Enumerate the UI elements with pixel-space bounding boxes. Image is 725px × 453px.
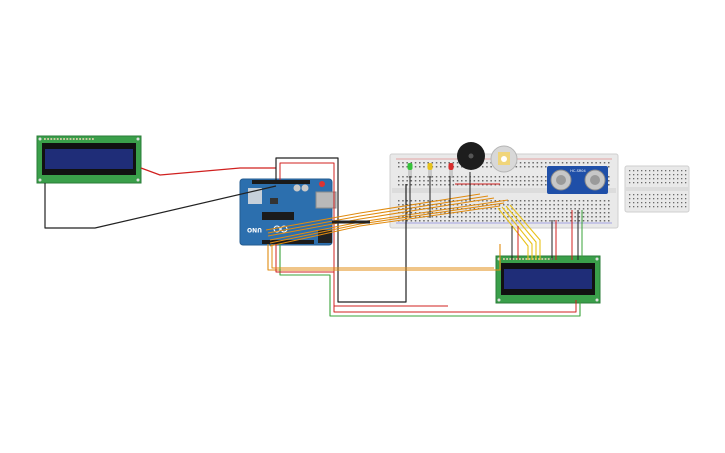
ultrasonic-sensor[interactable]: HC-SR04 <box>547 166 608 194</box>
lcd-left[interactable] <box>36 135 142 184</box>
wire-orange-5[interactable] <box>267 195 489 234</box>
wire-black-lcd-left[interactable] <box>44 183 277 229</box>
wire-orange-return[interactable] <box>271 244 494 269</box>
dc-motor[interactable] <box>490 145 518 173</box>
wire-red-return[interactable] <box>275 244 577 313</box>
lcd-right[interactable] <box>495 255 601 304</box>
lcd-left-header-pins <box>44 138 94 140</box>
wire-group <box>44 157 583 317</box>
lcd-left-screen <box>45 149 133 169</box>
breadboard-small[interactable] <box>624 165 690 213</box>
wire-red-lcd-left[interactable] <box>140 167 276 176</box>
wire-orange-3[interactable] <box>269 205 501 247</box>
lcd-right-screen <box>504 269 592 289</box>
wire-black-loop[interactable] <box>275 157 407 303</box>
yellow-led[interactable] <box>427 163 433 178</box>
wire-orange-2[interactable] <box>269 202 505 244</box>
piezo-buzzer[interactable] <box>457 142 485 170</box>
wire-red-loop[interactable] <box>279 162 448 307</box>
breadboard-small-holes <box>629 170 687 208</box>
wire-orange-lcd-right[interactable] <box>267 244 501 271</box>
sensor-label: HC-SR04 <box>570 169 586 173</box>
arduino-reset-button[interactable] <box>319 181 325 187</box>
arduino-brand-text: UNO <box>247 226 262 233</box>
wire-orange-4[interactable] <box>267 197 495 237</box>
wire-yellow-2[interactable] <box>505 205 537 260</box>
green-led[interactable] <box>407 163 413 178</box>
wire-orange-6[interactable] <box>265 193 481 231</box>
wire-green-return[interactable] <box>279 244 581 317</box>
wire-yellow-1[interactable] <box>509 204 541 260</box>
arduino-usb-port <box>315 191 337 209</box>
arduino-uno[interactable]: UNO <box>239 178 337 246</box>
wire-yellow-3[interactable] <box>501 206 533 260</box>
arduino-mcu-chip <box>262 212 294 220</box>
wire-yellow-4[interactable] <box>497 207 529 260</box>
